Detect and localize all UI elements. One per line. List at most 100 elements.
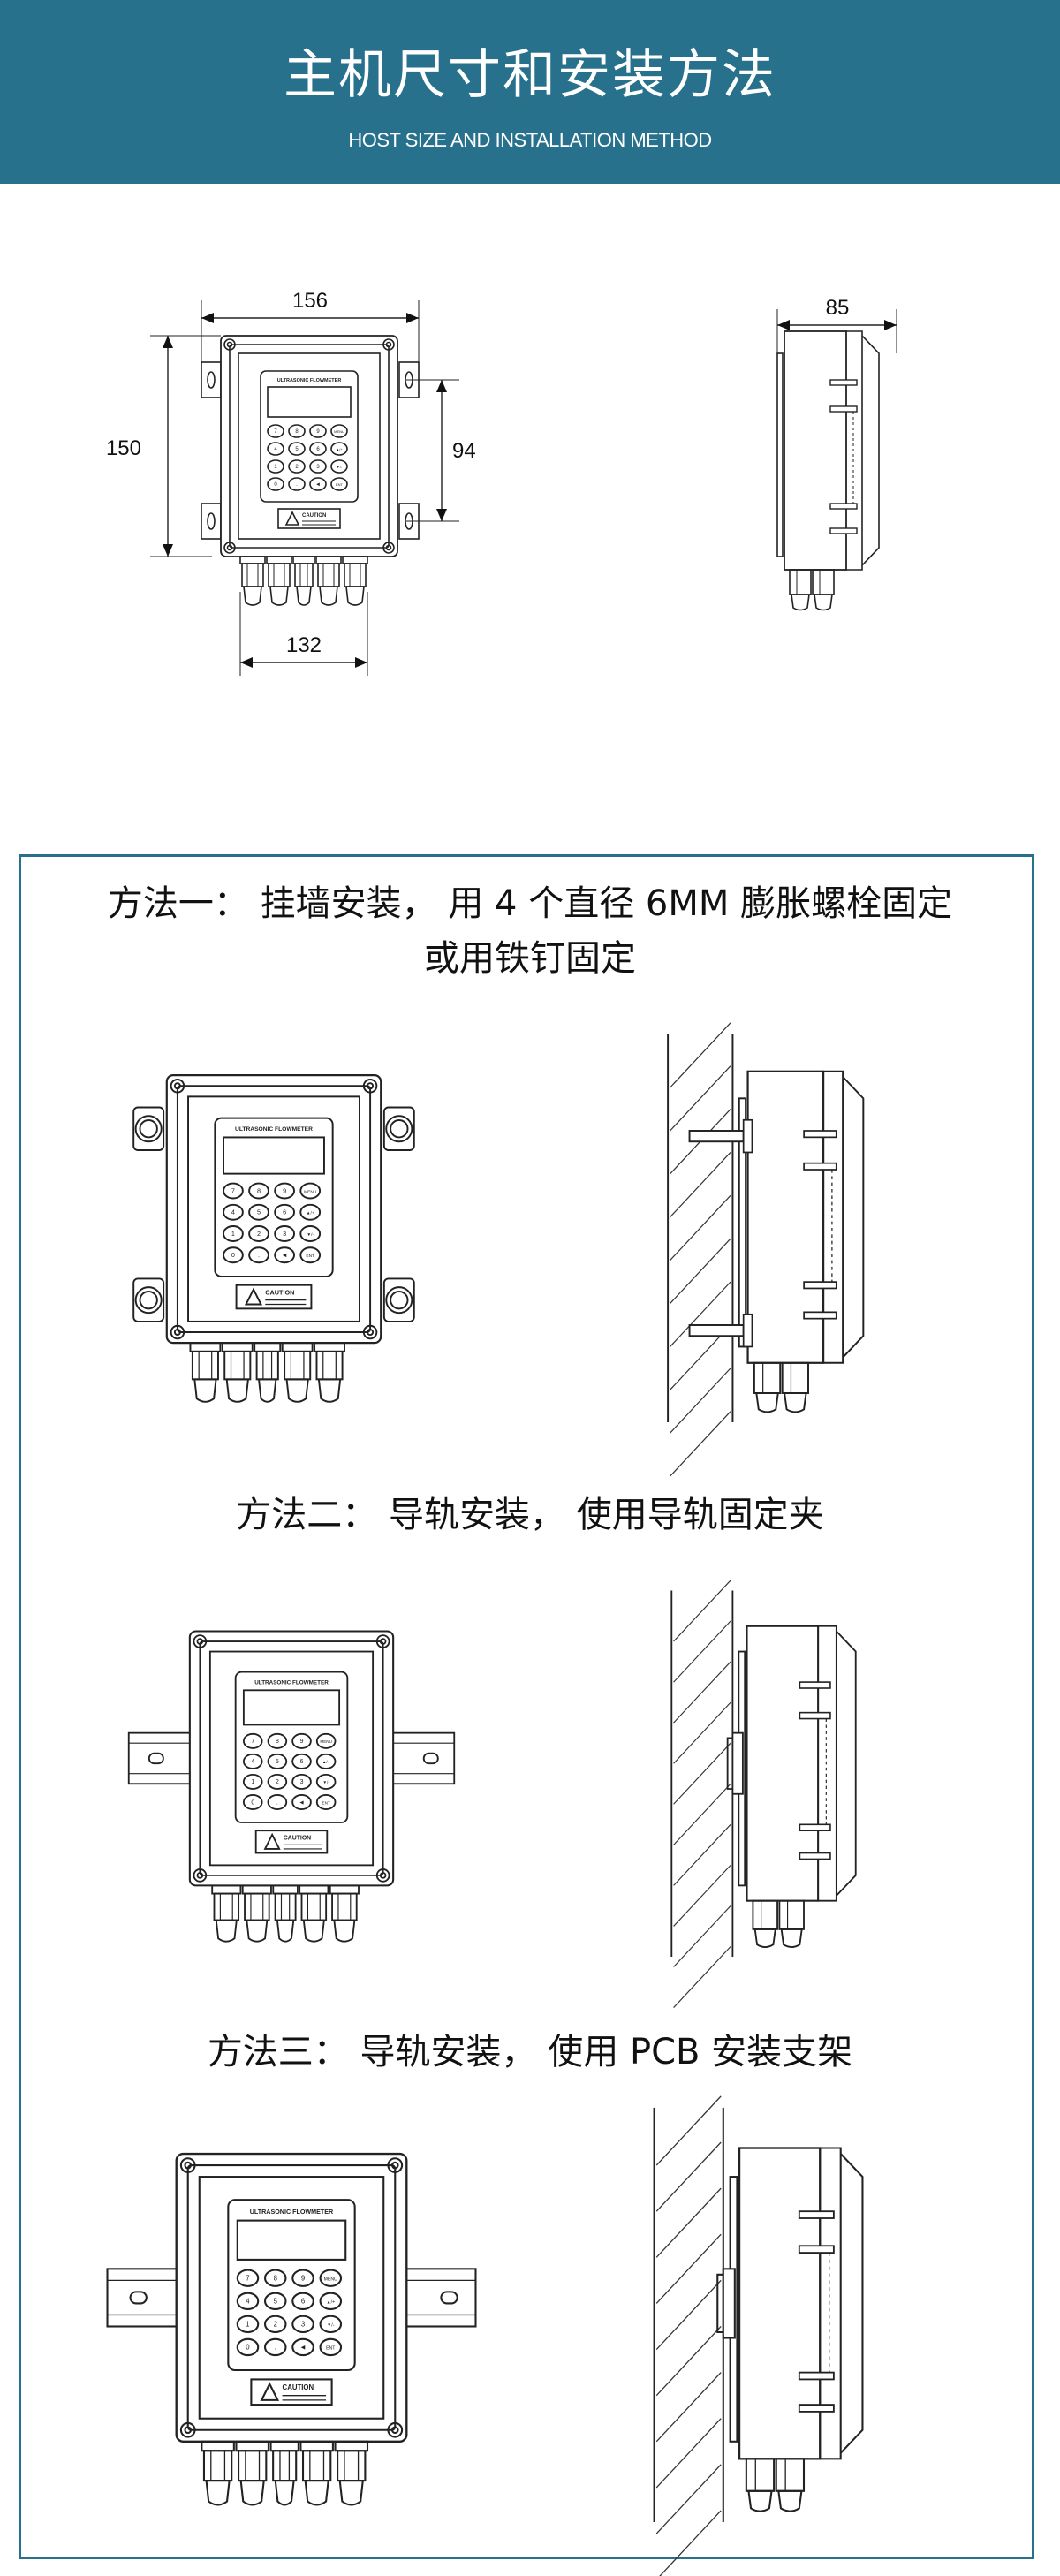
panel-title: ULTRASONIC FLOWMETER xyxy=(277,378,342,383)
svg-text:◄: ◄ xyxy=(315,482,321,488)
svg-text:2: 2 xyxy=(257,1230,261,1238)
lcd-screen xyxy=(267,386,352,418)
keypad-key xyxy=(315,1732,337,1749)
header-banner: 主机尺寸和安装方法 HOST SIZE AND INSTALLATION MET… xyxy=(0,0,1060,184)
corner-screw xyxy=(179,2157,196,2173)
svg-text:ENT: ENT xyxy=(326,2346,336,2352)
corner-screw xyxy=(170,1079,186,1094)
svg-text:5: 5 xyxy=(295,447,299,452)
corner-screw xyxy=(387,2421,404,2438)
method-1-title-line2: 或用铁钉固定 xyxy=(424,938,636,979)
svg-text:◄: ◄ xyxy=(299,1799,305,1806)
caution-label: CAUTION xyxy=(250,2378,333,2406)
corner-screw xyxy=(223,338,236,351)
keypad-key xyxy=(292,1753,312,1769)
cable-gland xyxy=(789,569,812,611)
svg-text:2: 2 xyxy=(295,465,299,470)
lid-clip xyxy=(799,1823,831,1832)
enclosure xyxy=(188,1630,395,1887)
svg-text:4: 4 xyxy=(231,1208,235,1216)
svg-text:.: . xyxy=(258,1251,260,1259)
method-3-title: 方法三： 导轨安装， 使用 PCB 安装支架 xyxy=(207,2032,853,2072)
cable-gland xyxy=(315,556,342,606)
svg-text:2: 2 xyxy=(276,1779,279,1785)
corner-screw xyxy=(375,1634,390,1648)
svg-text:6: 6 xyxy=(283,1208,286,1216)
keypad-key xyxy=(242,1753,263,1769)
svg-text:0: 0 xyxy=(251,1799,254,1806)
svg-text:1: 1 xyxy=(251,1779,254,1785)
keypad-key xyxy=(263,2315,287,2334)
svg-text:▲/+: ▲/+ xyxy=(307,1211,314,1216)
keypad-key xyxy=(299,1182,322,1200)
cable-gland xyxy=(239,556,266,606)
svg-text:8: 8 xyxy=(295,429,299,435)
rail-clip xyxy=(726,1731,744,1795)
cable-gland xyxy=(334,2440,369,2506)
svg-text:0: 0 xyxy=(274,482,277,488)
housing-side xyxy=(738,1070,865,1364)
dim-height: 150 xyxy=(106,436,141,460)
expansion-bolt xyxy=(688,1313,753,1348)
housing-side xyxy=(776,330,880,571)
caution-label: CAUTION xyxy=(254,1830,329,1854)
expansion-bolt-nut xyxy=(382,1106,415,1151)
keypad-key xyxy=(309,424,327,438)
corner-screw xyxy=(375,1868,390,1883)
keypad-key xyxy=(236,2269,260,2287)
lid-clip xyxy=(798,2404,835,2413)
keypad-key xyxy=(267,1793,288,1810)
cable-gland xyxy=(266,556,292,606)
keypad-key xyxy=(267,424,284,438)
corner-screw xyxy=(387,2157,404,2173)
method-2-side-view xyxy=(670,1580,857,2008)
cable-gland xyxy=(314,1342,345,1403)
keypad-key xyxy=(319,2337,343,2357)
panel-title: ULTRASONIC FLOWMETER xyxy=(254,1679,329,1686)
keypad-key xyxy=(330,459,348,474)
keypad-key xyxy=(267,1732,288,1749)
method-3-side-view xyxy=(653,2095,864,2576)
corner-screw xyxy=(193,1634,208,1648)
svg-text:▼/-: ▼/- xyxy=(307,1232,314,1238)
keypad-key xyxy=(267,477,284,491)
svg-text:.: . xyxy=(275,2344,276,2352)
keypad-key xyxy=(274,1203,295,1221)
svg-text:8: 8 xyxy=(276,1739,279,1745)
keypad-key xyxy=(330,477,348,491)
svg-text:4: 4 xyxy=(274,447,277,452)
wall-hatching xyxy=(667,1022,734,1477)
svg-text:1: 1 xyxy=(231,1230,235,1238)
expansion-bolt-nut xyxy=(132,1277,165,1322)
cable-gland xyxy=(254,1342,282,1403)
corner-screw xyxy=(179,2421,196,2438)
lcd-screen xyxy=(236,2219,347,2261)
dimension-line xyxy=(163,336,173,557)
lcd-screen xyxy=(242,1689,341,1726)
cable-gland xyxy=(281,1342,314,1403)
enclosure xyxy=(165,1074,382,1345)
keypad-key xyxy=(274,1182,295,1200)
svg-text:7: 7 xyxy=(274,429,277,435)
keypad-key xyxy=(299,1246,322,1264)
cable-gland xyxy=(753,1361,782,1413)
keypad-key xyxy=(274,1225,295,1242)
svg-text:3: 3 xyxy=(316,465,320,470)
keypad-key xyxy=(236,2337,260,2357)
keypad-key xyxy=(292,1773,312,1790)
svg-text:▼/-: ▼/- xyxy=(322,1780,329,1784)
lid-clip xyxy=(799,1711,831,1720)
keypad-key xyxy=(319,2315,343,2334)
corner-screw xyxy=(193,1868,208,1883)
keypad-key xyxy=(309,459,327,474)
wall-hatching xyxy=(653,2095,724,2576)
dimension-line xyxy=(436,380,447,521)
housing-side xyxy=(729,2147,864,2460)
panel-title: ULTRASONIC FLOWMETER xyxy=(235,1126,313,1133)
mounting-ear xyxy=(201,361,222,398)
corner-screw xyxy=(362,1079,378,1094)
svg-text:7: 7 xyxy=(246,2274,249,2282)
svg-text:CAUTION: CAUTION xyxy=(265,1289,294,1297)
